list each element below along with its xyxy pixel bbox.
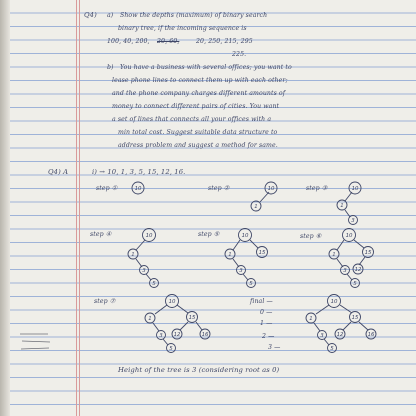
- margin-line-inner: [79, 0, 80, 416]
- tree-node: 10: [146, 233, 153, 239]
- tree-node: 10: [346, 233, 353, 239]
- page-binding: [0, 0, 10, 416]
- tree-node: 15: [259, 250, 266, 256]
- step-7-label: step ⑦: [94, 298, 116, 305]
- tree-node: 1: [340, 203, 343, 209]
- tree-node: 10: [331, 299, 338, 305]
- level-1-label: 1 —: [260, 320, 273, 327]
- part-a-line-1: Show the depths (maximum) of binary sear…: [120, 12, 268, 19]
- part-b-line-3: and the phone company charges different …: [112, 90, 286, 97]
- final-label: final —: [250, 298, 273, 305]
- tree-node: 1: [309, 316, 312, 322]
- insertion-sequence: i) → 10, 1, 3, 5, 15, 12, 16.: [92, 168, 186, 176]
- tree-node: 5: [152, 281, 156, 287]
- step-6-label: step ⑥: [300, 233, 322, 240]
- part-a-line-4: 225.: [232, 51, 247, 58]
- tree-node: 15: [189, 315, 196, 321]
- part-a-struck-values: 20, 60,: [157, 38, 180, 45]
- final-tree: 10 1 15 3 12 16 5: [305, 294, 377, 353]
- step-3-label: step ③: [306, 185, 328, 192]
- tree-node: 10: [268, 186, 275, 192]
- level-3-label: 3 —: [268, 344, 281, 351]
- tree-node: 3: [159, 333, 163, 339]
- tree-node: 5: [353, 281, 357, 287]
- tree-node: 3: [343, 268, 347, 274]
- tree-node: 16: [202, 332, 209, 338]
- step-2-label: step ②: [208, 185, 230, 192]
- part-b-line-1: You have a business with several offices…: [120, 64, 292, 71]
- part-a-line-2: binary tree, if the incoming sequence is: [118, 25, 247, 32]
- margin-scribble: [20, 333, 51, 350]
- tree-node: 12: [174, 332, 181, 338]
- step-5-tree: 10 1 15 3 5: [224, 228, 268, 288]
- tree-height-note: Height of the tree is 3 (considering roo…: [118, 366, 280, 374]
- level-2-label: 2 —: [262, 333, 275, 340]
- tree-node: 12: [355, 267, 362, 273]
- tree-node: 5: [330, 346, 334, 352]
- tree-node: 1: [254, 204, 257, 210]
- step-3-tree: 10 1 3: [336, 181, 362, 225]
- answer-label: Q4) A: [48, 168, 69, 176]
- tree-node: 10: [169, 299, 176, 305]
- tree-node: 5: [249, 281, 253, 287]
- tree-node: 1: [148, 316, 151, 322]
- tree-node: 3: [142, 268, 146, 274]
- step-4-label: step ④: [90, 231, 112, 238]
- tree-node: 15: [352, 315, 359, 321]
- tree-node: 10: [242, 233, 249, 239]
- tree-node: 10: [135, 186, 142, 192]
- step-2-tree: 10 1: [250, 181, 278, 212]
- tree-node: 3: [320, 333, 324, 339]
- tree-node: 3: [239, 268, 243, 274]
- part-a-label: a): [107, 12, 114, 19]
- part-b-line-6: min total cost. Suggest suitable data st…: [118, 129, 278, 136]
- tree-node: 12: [337, 332, 344, 338]
- level-0-label: 0 —: [260, 309, 273, 316]
- tree-node: 3: [351, 218, 355, 224]
- part-a-line-3a: 100, 40, 200,: [107, 38, 150, 45]
- step-1-label: step ①: [96, 185, 118, 192]
- step-4-tree: 10 1 3 5: [127, 228, 159, 288]
- part-a-line-3c: 20, 250, 215, 295: [196, 38, 253, 45]
- part-b-label: b): [107, 64, 114, 71]
- step-6-tree: 10 1 15 3 12 5: [328, 228, 374, 288]
- question-number: Q4): [84, 11, 97, 19]
- tree-node: 15: [365, 250, 372, 256]
- tree-node: 5: [169, 346, 173, 352]
- tree-node: 1: [228, 252, 231, 258]
- step-5-label: step ⑤: [198, 231, 220, 238]
- part-b-line-2: lease phone lines to connect them up wit…: [112, 77, 288, 84]
- tree-node: 1: [332, 252, 335, 258]
- tree-node: 10: [352, 186, 359, 192]
- margin-line: [76, 0, 77, 416]
- part-b-line-4: money to connect different pairs of citi…: [112, 103, 280, 110]
- part-b-line-5: a set of lines that connects all your of…: [112, 116, 272, 123]
- part-b-line-7: address problem and suggest a method for…: [118, 142, 278, 149]
- step-1-tree: 10: [131, 181, 145, 195]
- step-7-tree: 10 1 15 3 12 16 5: [144, 294, 211, 353]
- tree-node: 1: [131, 252, 134, 258]
- tree-node: 16: [368, 332, 375, 338]
